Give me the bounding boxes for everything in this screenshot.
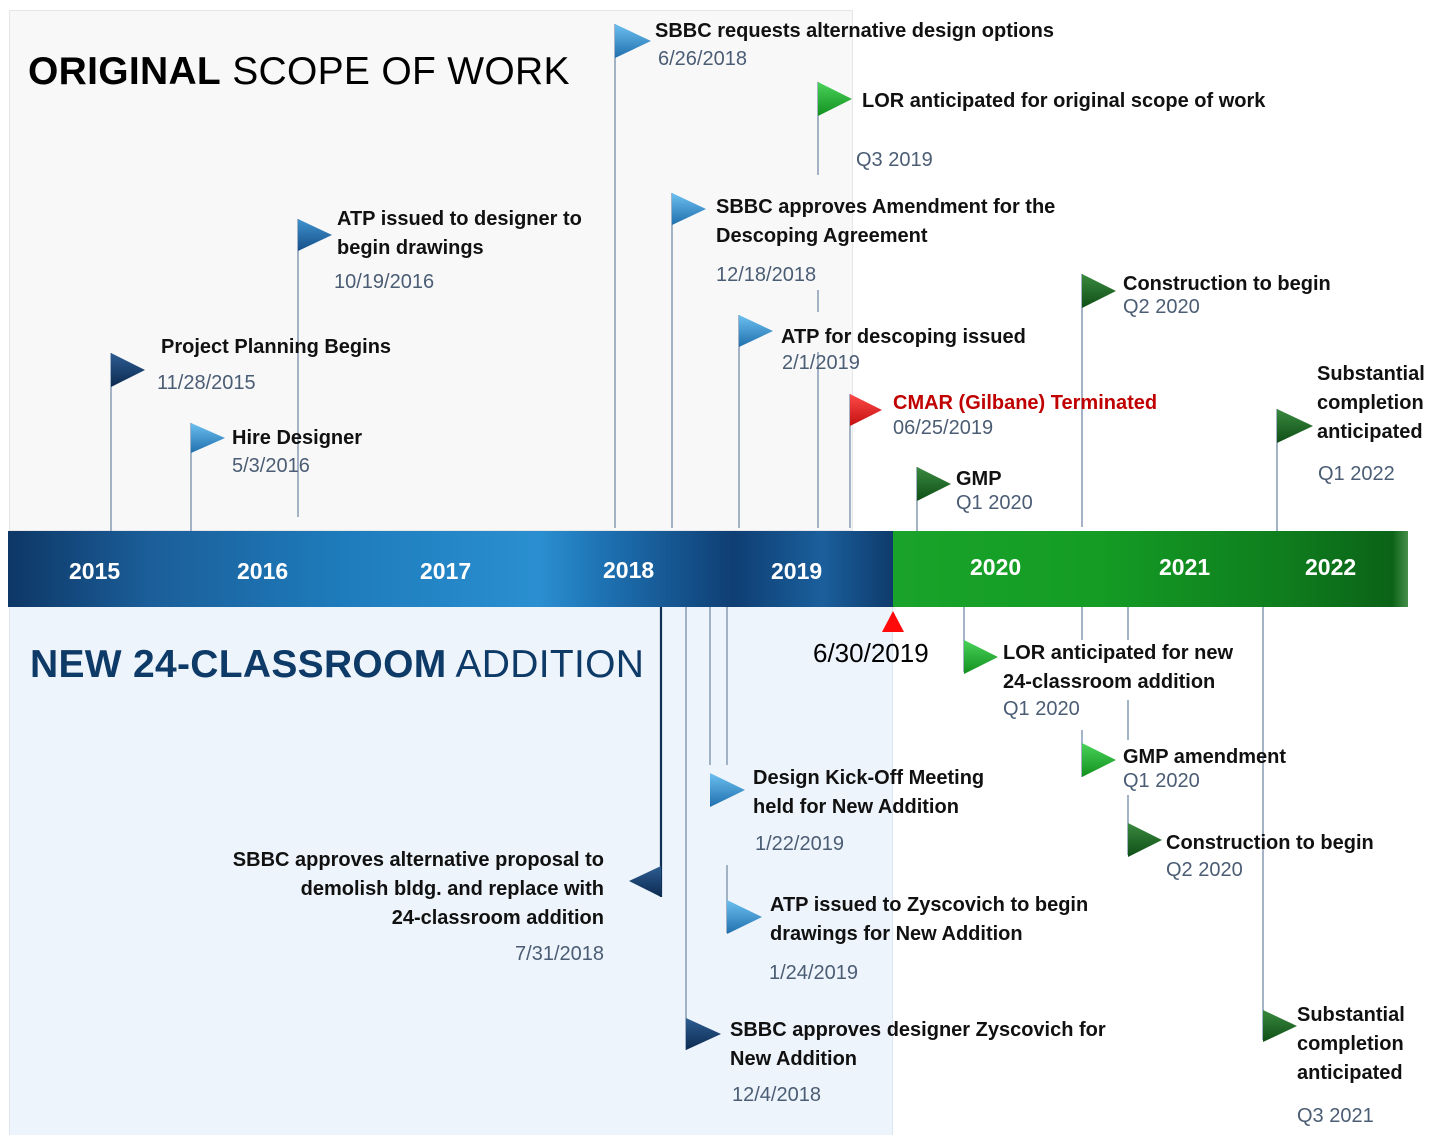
flag-icon [672,193,706,225]
milestone-label: SBBC requests alternative design options [655,20,1054,42]
flag-icon [1263,1010,1297,1042]
milestone-date: 10/19/2016 [334,271,435,293]
flag-icon [1128,823,1162,857]
flag-icon [111,353,145,387]
cutoff-marker-icon [882,611,904,632]
year-label: 2021 [1159,554,1211,580]
milestone-date: Q1 2020 [1123,770,1200,792]
cutoff-date: 6/30/2019 [813,638,929,668]
milestone-date: 12/4/2018 [732,1084,821,1106]
milestone-label: GMP amendment [1123,746,1286,768]
milestone-date: Q1 2020 [1003,698,1080,720]
milestone-label: Hire Designer [232,427,363,449]
flag-icon [739,315,773,347]
milestone-date: 11/28/2015 [157,372,256,394]
flag-icon [298,219,332,251]
milestone-date: 1/24/2019 [769,962,858,984]
year-label: 2019 [771,558,823,584]
original-scope-heading: ORIGINAL SCOPE OF WORK [28,50,570,93]
milestone-date: Q3 2021 [1297,1105,1374,1127]
milestone-label: LOR anticipated for original scope of wo… [862,90,1266,112]
milestone-label: Construction to begin [1166,832,1374,854]
flag-icon [710,773,745,807]
flag-icon [629,866,661,897]
year-label: 2017 [420,558,472,584]
original-scope-panel [9,10,853,531]
year-label: 2020 [970,554,1022,580]
milestone-date: Q1 2020 [956,492,1033,514]
milestone-date: 5/3/2016 [232,455,310,477]
flag-icon [686,1018,721,1050]
flag-icon [818,82,852,116]
milestone-date: Q2 2020 [1123,296,1200,318]
flag-icon [964,640,998,674]
year-label: 2016 [237,558,289,584]
flag-icon [727,900,762,934]
milestone-date: 06/25/2019 [893,417,994,439]
milestone-label: Project Planning Begins [161,336,392,358]
milestone-label: GMP [956,468,1002,490]
milestone-date: Q3 2019 [856,149,933,171]
milestone-label-terminated: CMAR (Gilbane) Terminated [893,392,1158,414]
flag-icon [1082,274,1116,308]
milestone-date: 1/22/2019 [755,833,844,855]
flag-icon [1082,743,1116,777]
milestone-label: ATP for descoping issued [781,326,1026,348]
new-addition-heading: NEW 24-CLASSROOM ADDITION [30,643,645,686]
year-label: 2022 [1305,554,1357,580]
milestone-date: 2/1/2019 [782,352,860,374]
timeline-bar-future [893,531,1408,607]
year-label: 2018 [603,557,655,583]
milestone-date: 7/31/2018 [515,943,604,965]
flag-icon [615,24,651,58]
flag-icon [1277,409,1313,443]
milestone-date: 12/18/2018 [716,264,817,286]
year-label: 2015 [69,558,121,584]
flag-icon [191,423,225,453]
flag-icon [917,467,951,501]
milestone-date: Q2 2020 [1166,859,1243,881]
milestone-date: 6/26/2018 [658,48,747,70]
flag-icon [850,394,882,426]
milestone-label: Construction to begin [1123,273,1331,295]
timeline-bar-past [8,531,893,607]
milestone-date: Q1 2022 [1318,463,1395,485]
new-addition-panel [9,606,893,1135]
